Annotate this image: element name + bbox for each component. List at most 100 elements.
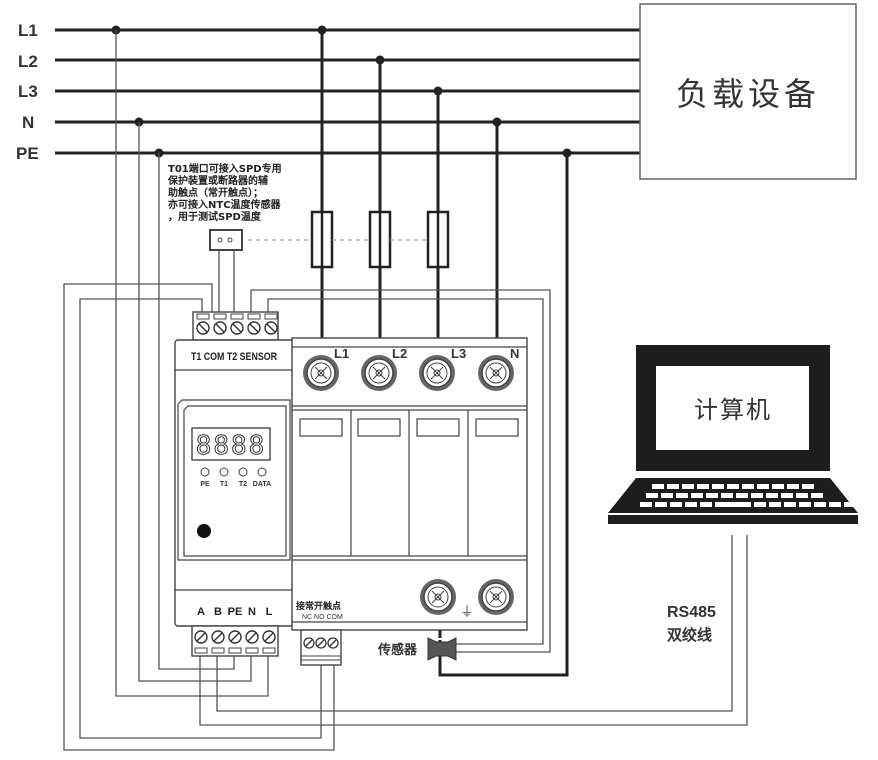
keyboard-key [769,502,781,507]
aux-connector-body [209,229,243,251]
keyboard-key [700,502,712,507]
bottom-terminal-label: L [266,606,273,618]
bus-labels: L1 L2 L3 N PE [16,21,39,163]
keyboard-key [691,493,703,498]
contact-terminal-labels: NC NO COM [302,614,343,621]
monitor-module: T1 COM T2 SENSOR 8888 PE T1 T2 DATA A B … [174,311,294,657]
top-terminal-label: T1 COM T2 SENSOR [191,351,277,363]
wire-l1-to-monitor-l [115,30,269,697]
keyboard-key [787,484,799,489]
led-label: T1 [220,481,228,488]
keyboard-key [751,493,763,498]
note-line: 亦可接入NTC温度传感器 [168,198,282,211]
laptop-screen [656,366,809,450]
keyboard-key [772,484,784,489]
wire-pe-to-spd [438,153,569,677]
led-data-icon [257,467,267,477]
keyboard-key [670,502,682,507]
note-line: ，用于测试SPD温度 [168,210,262,223]
led-label: DATA [253,481,271,488]
keyboard-key [655,502,667,507]
rs485-label: RS485 双绞线 [667,604,716,644]
screw-terminal-icon [478,355,514,391]
keyboard-key [829,502,841,507]
screw-terminal-icon [419,355,455,391]
led-t2-icon [238,467,248,477]
display-value: 8888 [196,431,267,461]
temperature-sensor: 传感器 [377,630,457,661]
keyboard-key [736,493,748,498]
bus-label-l2: L2 [18,52,38,71]
laptop-keys [640,484,856,507]
pole-label: N [510,346,519,361]
bottom-terminal-screws [194,630,276,654]
keyboard-key [646,493,658,498]
wire-sensor-a [250,289,551,653]
keyboard-key [652,484,664,489]
led-label: PE [200,481,210,488]
keyboard-key [781,493,793,498]
ground-screw-terminal-icon [478,579,514,615]
keyboard-key [667,484,679,489]
pole-window [475,418,519,437]
note-line: 助触点（常开触点）； [168,186,263,199]
fuses [248,210,450,269]
keyboard-key [685,502,697,507]
bottom-terminal-label: A [197,606,205,618]
load-equipment-box [639,3,857,180]
led-pe-icon [200,467,210,477]
note-line: 保护装置或断路器的辅 [167,174,268,187]
screw-terminal-icon [361,355,397,391]
led-t1-icon [219,467,229,477]
bus-label-l3: L3 [18,82,38,101]
computer-label: 计算机 [694,396,772,424]
contact-label: 接常开触点 [296,600,341,612]
ground-icon: ⏚ [460,605,473,620]
bus-label-pe: PE [16,144,39,163]
spd-feed-wires [320,30,569,677]
keyboard-key [712,484,724,489]
bus-label-l1: L1 [18,21,38,40]
bus-label-n: N [22,113,34,132]
rs485-label-line1: RS485 [667,604,716,621]
keyboard-key [814,502,826,507]
rs485-label-line2: 双绞线 [667,626,712,644]
wire-pe-to-monitor-pe [158,153,235,670]
keyboard-key [754,502,766,507]
bus-lines [55,28,640,155]
pole-label: L1 [334,346,349,361]
ground-screw-terminal-icon [420,579,456,615]
keyboard-key [727,484,739,489]
screw-terminal-icon [303,355,339,391]
spd-contact-terminal-block [300,629,342,666]
wire-com-to-contact [63,283,335,751]
bottom-terminal-label: N [248,606,256,618]
keyboard-key [811,493,823,498]
keyboard-key [799,502,811,507]
sensor-label: 传感器 [377,642,418,658]
keyboard-key [802,484,814,489]
t01-note: T01端口可接入SPD专用 保护装置或断路器的辅 助触点（常开触点）； 亦可接入… [167,162,282,223]
keyboard-key [682,484,694,489]
status-leds: PE T1 T2 DATA [200,467,271,488]
bottom-terminal-label: PE [228,606,243,618]
keyboard-key [796,493,808,498]
keyboard-key [640,502,652,507]
keyboard-key [661,493,673,498]
note-line: T01端口可接入SPD专用 [168,162,282,175]
pole-window [416,418,460,437]
keyboard-key [844,502,856,507]
wire-n-to-monitor-n [138,122,252,682]
reset-button[interactable] [197,524,211,538]
keyboard-key [697,484,709,489]
keyboard-key [757,484,769,489]
monitor-wiring [63,30,748,751]
keyboard-key [766,493,778,498]
aux-connector [209,229,243,318]
keyboard-key [676,493,688,498]
keyboard-key [721,493,733,498]
pole-label: L2 [392,346,407,361]
wire-sensor-b [267,298,544,645]
seven-segment-display [191,427,271,461]
